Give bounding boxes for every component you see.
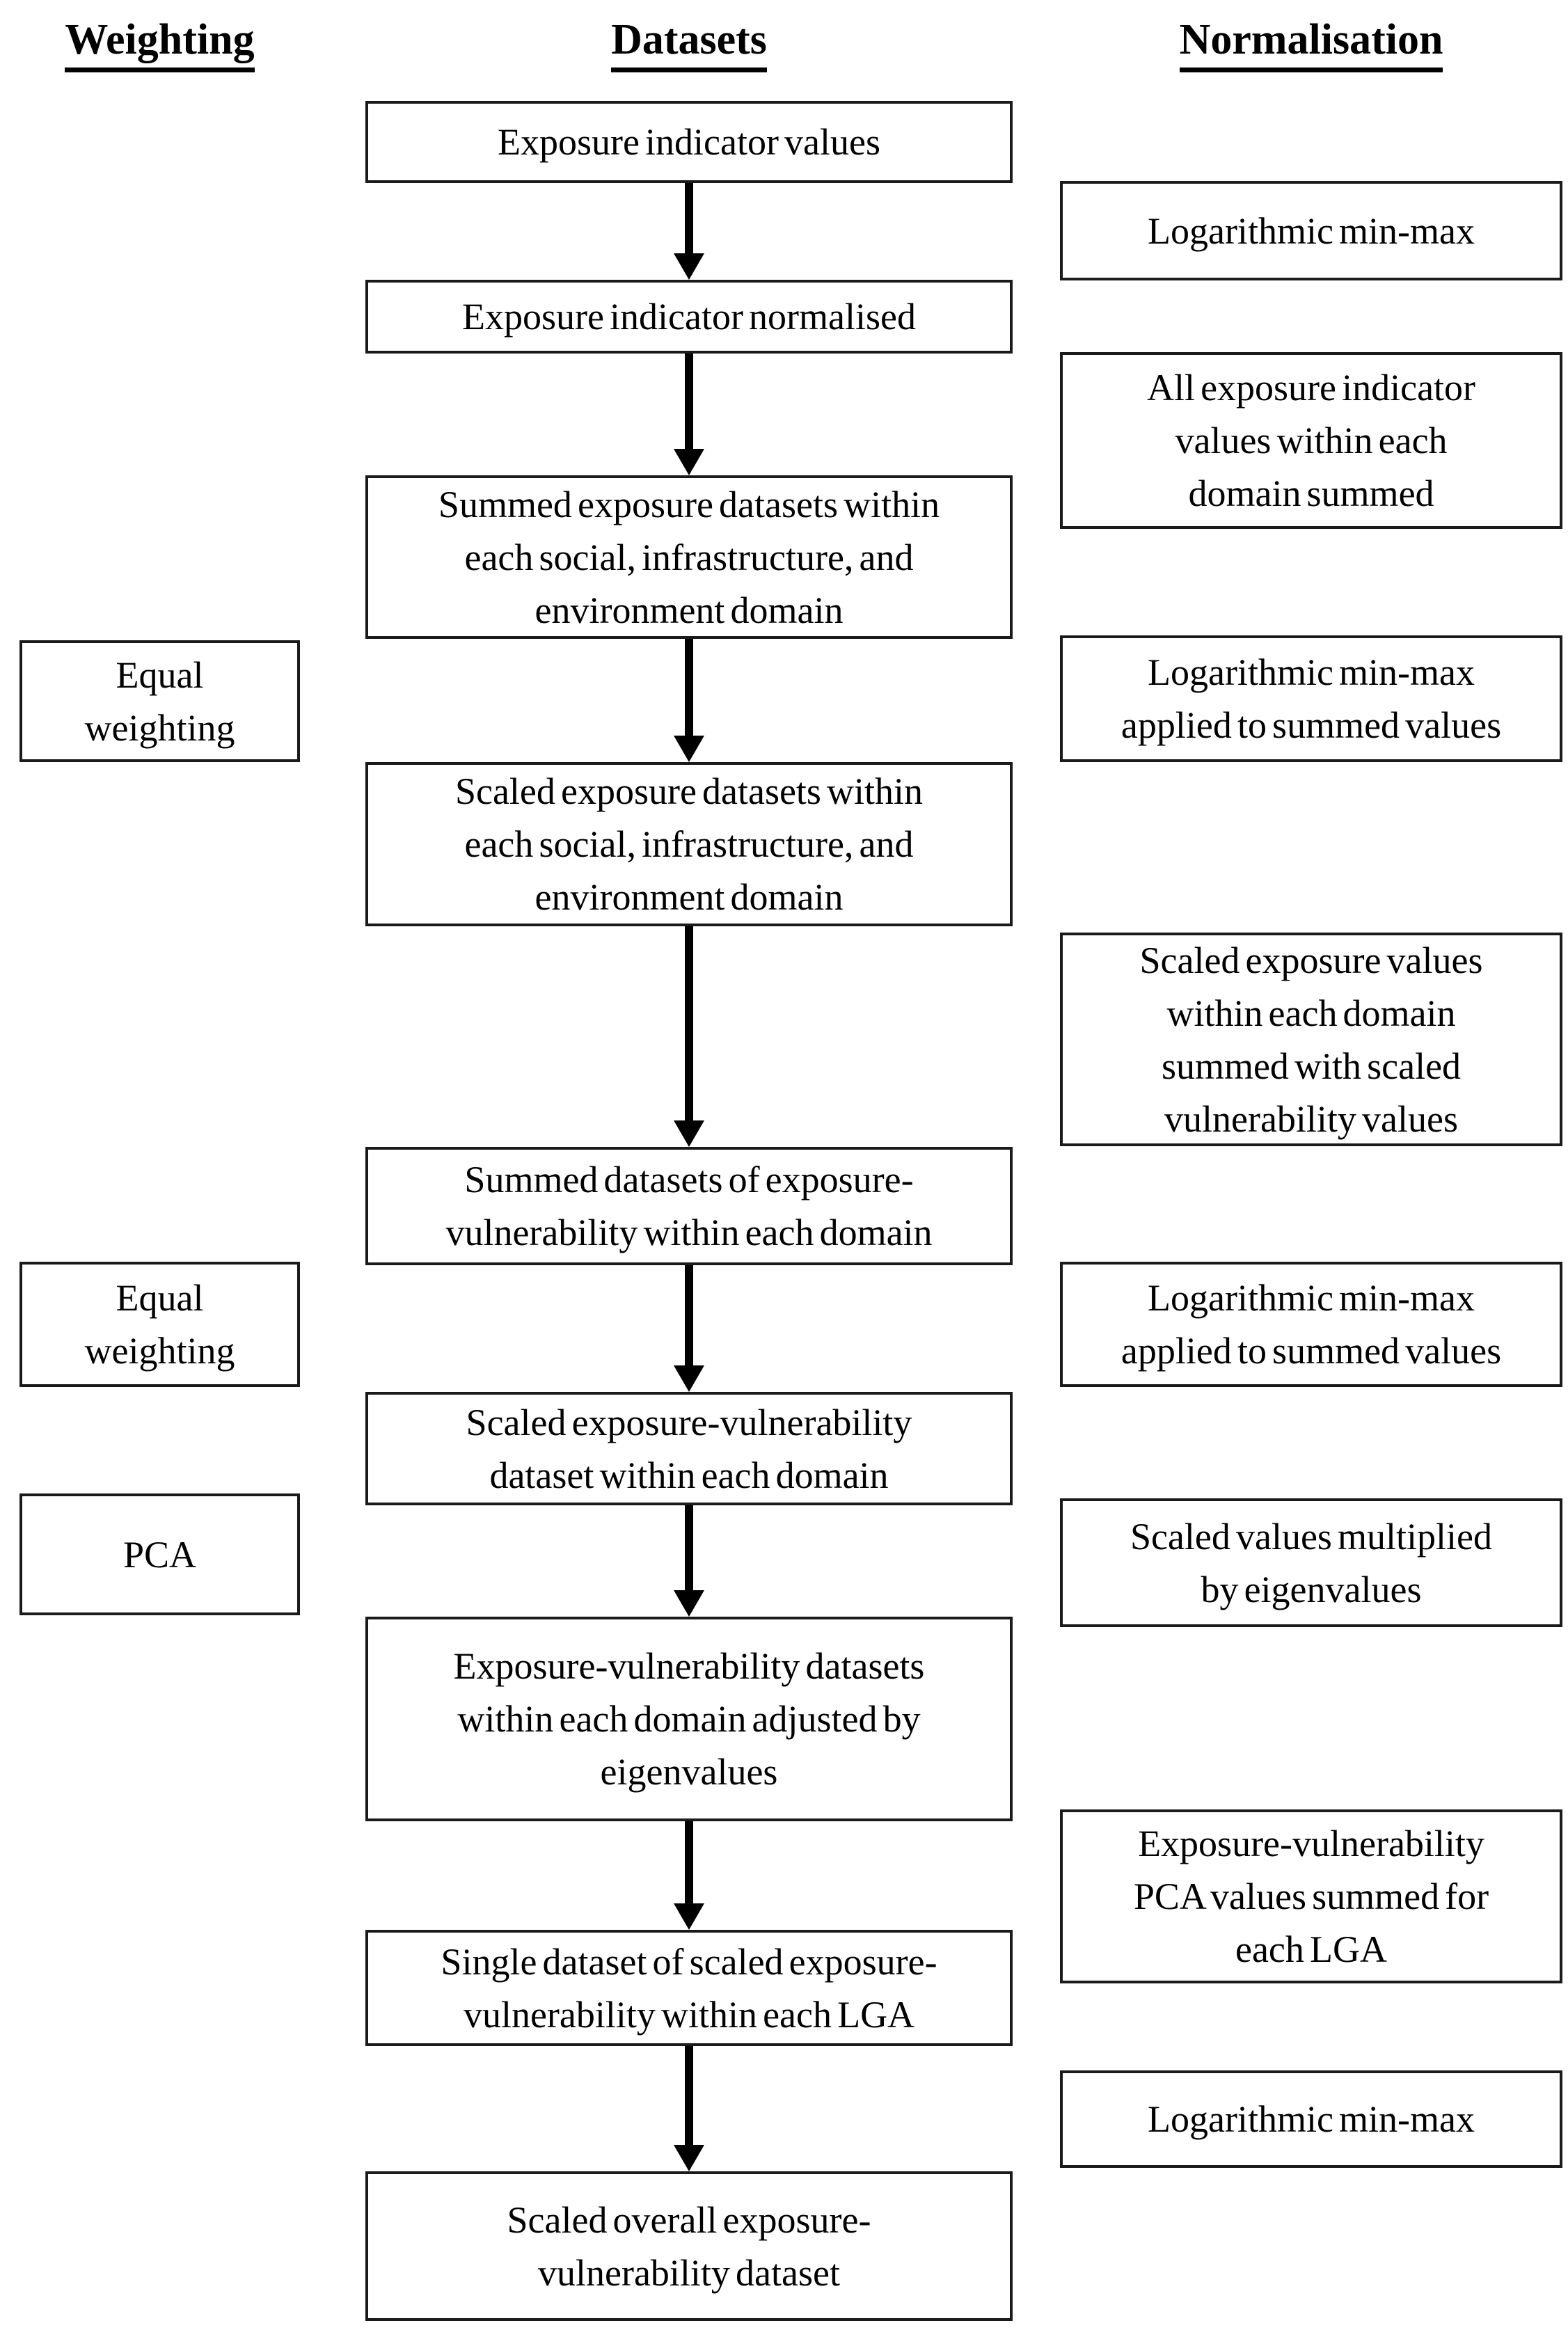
arrow-shaft (685, 183, 693, 256)
normalisation-box-log-min-max-2: Logarithmic min-max (1060, 2070, 1562, 2168)
column-header-weighting: Weighting (19, 15, 300, 72)
normalisation-box-pca-summed-lga: Exposure-vulnerability PCA values summed… (1060, 1809, 1562, 1983)
dataset-box-scaled-overall-dataset: Scaled overall exposure- vulnerability d… (365, 2171, 1013, 2321)
dataset-box-scaled-exposure-vulnerability: Scaled exposure-vulnerability dataset wi… (365, 1392, 1013, 1505)
down-arrow-icon (674, 926, 704, 1147)
arrow-head (674, 2145, 704, 2171)
down-arrow-icon (674, 2046, 704, 2171)
down-arrow-icon (674, 639, 704, 762)
down-arrow-icon (674, 1821, 704, 1930)
column-header-datasets-label: Datasets (611, 15, 767, 72)
arrow-head (674, 1903, 704, 1930)
column-header-normalisation-label: Normalisation (1179, 15, 1443, 72)
arrow-shaft (685, 2046, 693, 2148)
dataset-box-adjusted-by-eigenvalues: Exposure-vulnerability datasets within e… (365, 1617, 1013, 1821)
down-arrow-icon (674, 183, 704, 280)
arrow-head (674, 736, 704, 762)
arrow-head (674, 1120, 704, 1147)
normalisation-box-log-min-max-applied-2: Logarithmic min-max applied to summed va… (1060, 1262, 1562, 1387)
dataset-box-scaled-exposure-datasets: Scaled exposure datasets within each soc… (365, 762, 1013, 926)
dataset-box-summed-exposure-datasets: Summed exposure datasets within each soc… (365, 475, 1013, 639)
down-arrow-icon (674, 1265, 704, 1392)
arrow-head (674, 253, 704, 280)
arrow-shaft (685, 1505, 693, 1593)
weighting-box-equal-2: Equal weighting (19, 1262, 300, 1387)
column-header-weighting-label: Weighting (65, 15, 255, 72)
normalisation-box-multiplied-by-eigenvalues: Scaled values multiplied by eigenvalues (1060, 1498, 1562, 1627)
arrow-shaft (685, 1821, 693, 1906)
arrow-shaft (685, 926, 693, 1123)
dataset-box-summed-exposure-vulnerability: Summed datasets of exposure- vulnerabili… (365, 1147, 1013, 1265)
arrow-head (674, 1365, 704, 1392)
down-arrow-icon (674, 1505, 704, 1617)
column-header-datasets: Datasets (365, 15, 1013, 72)
normalisation-box-log-min-max-applied-1: Logarithmic min-max applied to summed va… (1060, 635, 1562, 762)
arrow-shaft (685, 354, 693, 452)
down-arrow-icon (674, 354, 704, 475)
weighting-box-equal-1: Equal weighting (19, 640, 300, 762)
column-header-normalisation: Normalisation (1060, 15, 1562, 72)
arrow-head (674, 449, 704, 475)
arrow-shaft (685, 1265, 693, 1368)
normalisation-box-log-min-max-1: Logarithmic min-max (1060, 181, 1562, 280)
normalisation-box-summed-with-vulnerability: Scaled exposure values within each domai… (1060, 933, 1562, 1146)
dataset-box-exposure-indicator-normalised: Exposure indicator normalised (365, 280, 1013, 354)
dataset-box-exposure-indicator-values: Exposure indicator values (365, 101, 1013, 183)
arrow-head (674, 1590, 704, 1617)
arrow-shaft (685, 639, 693, 738)
dataset-box-single-scaled-dataset-lga: Single dataset of scaled exposure- vulne… (365, 1930, 1013, 2046)
weighting-box-pca: PCA (19, 1493, 300, 1615)
normalisation-box-values-summed: All exposure indicator values within eac… (1060, 352, 1562, 529)
